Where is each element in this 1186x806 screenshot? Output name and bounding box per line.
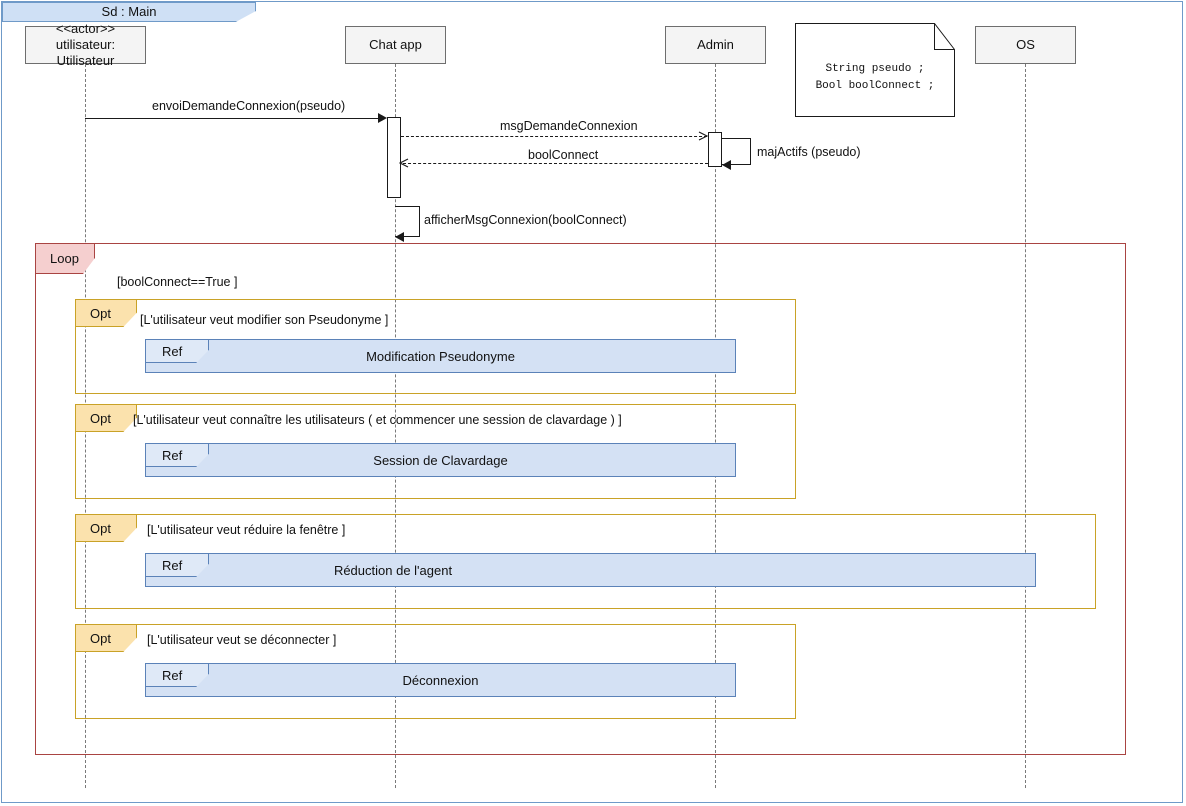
note-variables: String pseudo ; Bool boolConnect ;	[795, 23, 955, 117]
ref-box-modification-pseudonyme[interactable]	[145, 339, 736, 373]
lifeline-line-chat-app	[395, 64, 396, 788]
message-line-bool-connect	[403, 163, 708, 164]
fragment-opt-modification-pseudonyme	[75, 299, 796, 394]
fragment-opt-reduction-agent	[75, 514, 1096, 609]
lifeline-label-admin: Admin	[697, 37, 734, 52]
message-line-msg-demande-connexion	[401, 136, 707, 137]
fragment-opt-condition-deconnexion: [L'utilisateur veut se déconnecter ]	[147, 633, 337, 647]
lifeline-head-admin[interactable]: Admin	[665, 26, 766, 64]
ref-name-reduction-agent: Réduction de l'agent	[333, 563, 453, 578]
fragment-opt-condition-session-clavardage: [L'utilisateur veut connaître les utilis…	[133, 413, 622, 427]
fragment-loop	[35, 243, 1126, 755]
activation-bar-admin	[708, 132, 722, 167]
diagram-frame-tab: Sd : Main	[2, 2, 256, 22]
ref-name-modification-pseudonyme: Modification Pseudonyme	[366, 349, 515, 364]
fragment-opt-condition-reduction-agent: [L'utilisateur veut réduire la fenêtre ]	[147, 523, 346, 537]
note-line-1: String pseudo ;	[825, 63, 925, 75]
fragment-opt-session-clavardage	[75, 404, 796, 499]
lifeline-head-chat-app[interactable]: Chat app	[345, 26, 446, 64]
lifeline-head-os[interactable]: OS	[975, 26, 1076, 64]
ref-name-deconnexion: Déconnexion	[402, 673, 479, 688]
fragment-loop-tab[interactable]: Loop	[35, 243, 95, 274]
message-label-afficher-msg-connexion: afficherMsgConnexion(boolConnect)	[424, 213, 627, 227]
fragment-opt-tab-deconnexion[interactable]: Opt	[75, 624, 137, 652]
lifeline-label-utilisateur: utilisateur: Utilisateur	[55, 37, 116, 68]
activation-bar-chat-app	[387, 117, 401, 198]
message-arrowhead-envoi-demande-connexion	[378, 113, 387, 123]
fragment-opt-deconnexion	[75, 624, 796, 719]
note-shape-icon	[795, 23, 955, 117]
note-line-2: Bool boolConnect ;	[815, 80, 935, 92]
ref-box-reduction-agent[interactable]	[145, 553, 1036, 587]
message-arrowhead-msg-demande-connexion	[698, 131, 708, 141]
ref-tab-session-clavardage: Ref	[145, 443, 209, 467]
message-label-msg-demande-connexion: msgDemandeConnexion	[500, 119, 638, 133]
fragment-opt-condition-modification-pseudonyme: [L'utilisateur veut modifier son Pseudon…	[140, 313, 389, 327]
ref-tab-modification-pseudonyme: Ref	[145, 339, 209, 363]
lifeline-head-utilisateur[interactable]: <<actor>> utilisateur: Utilisateur	[25, 21, 146, 68]
ref-box-session-clavardage[interactable]	[145, 443, 736, 477]
lifeline-line-admin	[715, 64, 716, 788]
fragment-loop-condition: [boolConnect==True ]	[117, 275, 238, 289]
self-message-arrowhead-afficher-msg-connexion	[395, 232, 404, 242]
message-label-bool-connect: boolConnect	[528, 148, 599, 162]
self-message-loop-maj-actifs	[722, 138, 751, 165]
fragment-opt-tab-modification-pseudonyme[interactable]: Opt	[75, 299, 137, 327]
lifeline-label-os: OS	[1016, 37, 1035, 52]
self-message-arrowhead-maj-actifs	[722, 160, 731, 170]
message-label-envoi-demande-connexion: envoiDemandeConnexion(pseudo)	[152, 99, 346, 113]
ref-box-deconnexion[interactable]	[145, 663, 736, 697]
lifeline-line-os	[1025, 64, 1026, 788]
fragment-opt-tab-session-clavardage[interactable]: Opt	[75, 404, 137, 432]
ref-name-session-clavardage: Session de Clavardage	[373, 453, 508, 468]
lifeline-label-chat-app: Chat app	[369, 37, 422, 52]
message-label-maj-actifs: majActifs (pseudo)	[757, 145, 861, 159]
self-message-loop-afficher-msg-connexion	[395, 206, 420, 237]
message-arrowhead-bool-connect	[399, 158, 409, 168]
message-line-envoi-demande-connexion	[85, 118, 382, 119]
lifeline-stereotype-utilisateur: <<actor>>	[55, 21, 116, 36]
ref-tab-reduction-agent: Ref	[145, 553, 209, 577]
